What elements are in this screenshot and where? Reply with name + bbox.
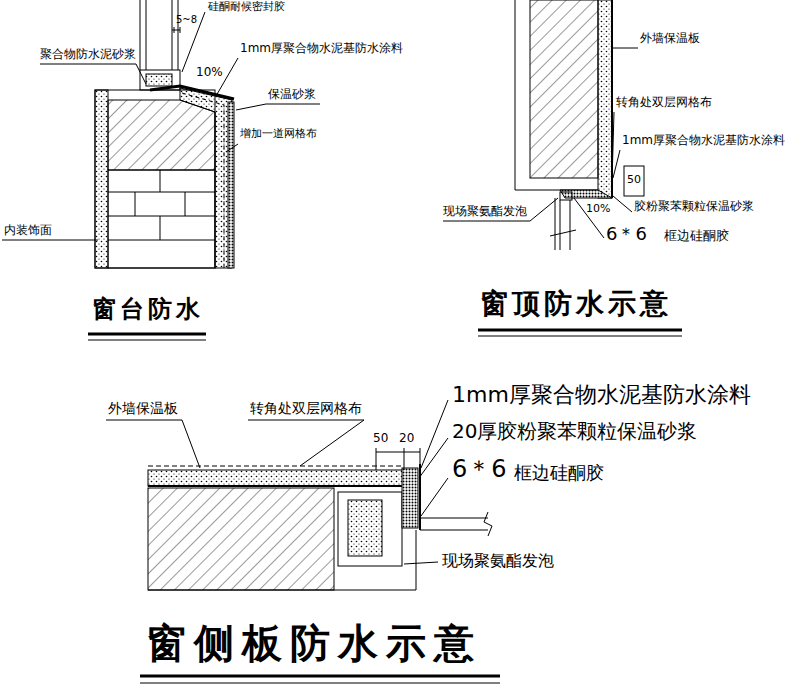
callout-label: 5~8 [176, 14, 197, 26]
callout-label: 胶粉聚苯颗粒保温砂浆 [634, 200, 754, 214]
callout-label: 20 [399, 432, 414, 446]
callout-label: 外墙保温板 [108, 400, 178, 416]
figure-title: 窗台防水 [92, 296, 204, 324]
callout-label: 硅酮耐候密封胶 [208, 1, 285, 14]
callout-label: 框边硅酮胶 [514, 463, 604, 484]
callout-label: 外墙保温板 [640, 32, 700, 46]
callout-label: 6＊6 [606, 224, 647, 245]
callout-label: 1mm厚聚合物水泥基防水涂料 [622, 134, 785, 148]
callout-label: 50 [373, 432, 388, 446]
callout-label: 保温砂浆 [268, 88, 316, 102]
callout-label: 1mm厚聚合物水泥基防水涂料 [240, 42, 403, 56]
callout-label: 1mm厚聚合物水泥基防水涂料 [452, 382, 751, 407]
figure-title: 窗侧板防水示意 [146, 620, 482, 666]
callout-label: 10% [196, 66, 223, 80]
callout-label: 50 [627, 174, 641, 187]
callout-label: 转角处双层网格布 [616, 96, 712, 110]
callout-label: 10% [586, 203, 610, 216]
callout-label: 内装饰面 [4, 224, 52, 238]
callout-label: 20厚胶粉聚苯颗粒保温砂浆 [452, 420, 697, 443]
figure-title: 窗顶防水示意 [480, 288, 672, 320]
callout-label: 转角处双层网格布 [250, 400, 362, 416]
callout-label: 6＊6 [452, 456, 507, 484]
callout-label: 现场聚氨酯发泡 [443, 205, 527, 219]
callout-label: 现场聚氨酯发泡 [442, 552, 554, 570]
callout-label: 增加一道网格布 [240, 128, 317, 141]
callout-label: 聚合物防水泥砂浆 [40, 48, 136, 62]
callout-label: 框边硅酮胶 [664, 229, 729, 244]
